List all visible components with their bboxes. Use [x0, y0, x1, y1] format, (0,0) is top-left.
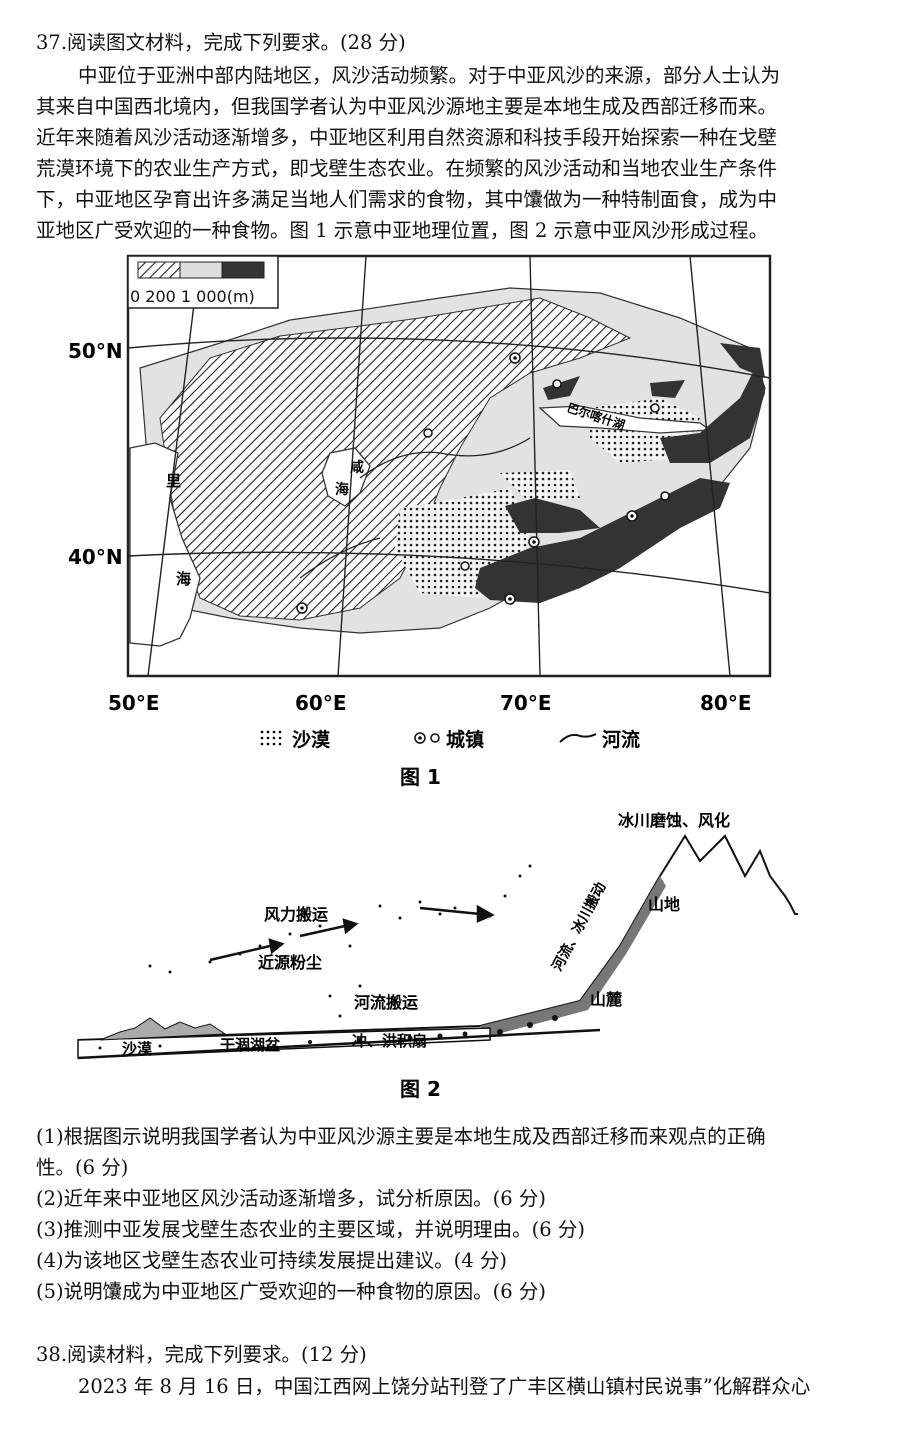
q37-heading: 37.阅读图文材料，完成下列要求。(28 分) — [36, 31, 406, 54]
mountain-region — [650, 380, 685, 398]
mountain-region — [660, 358, 765, 463]
dust-particles — [148, 864, 532, 1018]
q37-para-line: 其来自中国西北境内，但我国学者认为中亚风沙源地主要是本地生成及西部迁移而来。 — [36, 95, 778, 118]
alluvial-label: 冲、洪积扇 — [352, 1032, 427, 1050]
lat-label-50: 50°N — [68, 339, 123, 363]
caspian-sea — [129, 442, 201, 647]
q38-heading: 38.阅读材料，完成下列要求。(12 分) — [36, 1343, 367, 1366]
ground-baseline — [77, 1028, 601, 1060]
lon-label-80: 80°E — [700, 691, 752, 715]
question-item: (3)推测中亚发展戈壁生态农业的主要区域，并说明理由。(6 分) — [36, 1218, 585, 1241]
desert-legend-icon — [260, 730, 282, 746]
longitude-line-80 — [689, 255, 731, 677]
town-marker — [552, 379, 562, 389]
figure-2-diagram: 冰川磨蚀、风化 山地 河流、冰川搬动 风力搬运 近源粉尘 河流搬运 山麓 沙漠 … — [77, 811, 798, 1101]
town-legend-icon — [414, 732, 440, 744]
legend-desert-label: 沙漠 — [292, 728, 331, 751]
q37-para-line: 荒漠环境下的农业生产方式，即戈壁生态农业。在频繁的风沙活动和当地农业生产条件 — [36, 157, 778, 180]
figure-1-caption: 图 1 — [400, 765, 441, 788]
lon-label-50: 50°E — [108, 691, 160, 715]
river-transport-label: 河流搬运 — [354, 993, 418, 1012]
legend-river-label: 河流 — [602, 728, 640, 751]
q38-para: 2023 年 8 月 16 日，中国江西网上饶分站刊登了广丰区横山镇村民说事”化… — [78, 1375, 811, 1398]
q37-para-line: 亚地区广受欢迎的一种食物。图 1 示意中亚地理位置，图 2 示意中亚风沙形成过程… — [36, 219, 769, 242]
mountain-region — [543, 376, 580, 400]
aral-label-1: 咸 — [350, 459, 364, 476]
river-legend-icon — [559, 733, 597, 743]
river — [299, 537, 381, 579]
q37-para-line: 中亚位于亚洲中部内陆地区，风沙活动频繁。对于中亚风沙的来源，部分人士认为 — [78, 64, 781, 87]
wind-arrows — [209, 904, 495, 962]
mountain-region — [720, 343, 765, 378]
question-item: (5)说明馕成为中亚地区广受欢迎的一种食物的原因。(6 分) — [36, 1280, 546, 1303]
mountain-label: 山地 — [648, 895, 680, 914]
river-glacier-label: 河流、冰川搬动 — [549, 879, 610, 974]
glacier-label: 冰川磨蚀、风化 — [618, 811, 730, 830]
lon-label-70: 70°E — [500, 691, 552, 715]
legend-town-label: 城镇 — [446, 728, 484, 751]
piedmont-label: 山麓 — [590, 990, 623, 1009]
river — [359, 437, 531, 479]
figure-2-caption: 图 2 — [400, 1077, 441, 1101]
aral-sea — [321, 447, 371, 507]
desert-label: 沙漠 — [122, 1040, 153, 1058]
figure-1-map: 0 200 1 000(m) 里 海 咸 海 巴尔喀什湖 50°N 40°N 5… — [68, 254, 772, 788]
dust-label: 近源粉尘 — [258, 953, 322, 972]
longitude-line-70 — [529, 255, 541, 677]
wind-label: 风力搬运 — [264, 905, 328, 924]
town-marker — [650, 403, 660, 413]
elevation-legend-label: 0 200 1 000(m) — [130, 287, 255, 306]
caspian-label-1: 里 — [166, 472, 181, 490]
question-item: (4)为该地区戈壁生态农业可持续发展提出建议。(4 分) — [36, 1249, 507, 1272]
ground-profile — [77, 834, 798, 1041]
longitude-line-60 — [337, 255, 367, 677]
sand-dunes — [99, 1017, 227, 1041]
mountain-region — [505, 498, 600, 533]
desert-region — [500, 470, 580, 503]
latitude-line-40 — [127, 551, 771, 594]
town-marker — [460, 561, 470, 571]
lat-label-40: 40°N — [68, 545, 123, 569]
q37-para-line: 近年来随着风沙活动逐渐增多，中亚地区利用自然资源和科技手段开始探索一种在戈壁 — [36, 126, 778, 149]
town-marker — [660, 491, 670, 501]
map-legend: 沙漠 城镇 河流 — [260, 728, 640, 751]
aral-label-2: 海 — [335, 481, 349, 498]
caspian-label-2: 海 — [176, 570, 191, 588]
latitude-line-50 — [127, 337, 771, 379]
slope-deposit — [480, 876, 666, 1036]
mountain-region — [475, 478, 730, 603]
town-marker — [423, 428, 433, 438]
question-item: (2)近年来中亚地区风沙活动逐渐增多，试分析原因。(6 分) — [36, 1187, 546, 1210]
lake-basin-label: 干涸湖盆 — [220, 1036, 281, 1054]
question-item: (1)根据图示说明我国学者认为中亚风沙源主要是本地生成及西部迁移而来观点的正确 — [36, 1125, 766, 1148]
longitude-line-50 — [147, 255, 201, 677]
q37-para-line: 下，中亚地区孕育出许多满足当地人们需求的食物，其中馕做为一种特制面食，成为中 — [36, 188, 778, 211]
question-item: 性。(6 分) — [36, 1156, 129, 1179]
basin-fill — [77, 1027, 491, 1059]
lon-label-60: 60°E — [295, 691, 347, 715]
